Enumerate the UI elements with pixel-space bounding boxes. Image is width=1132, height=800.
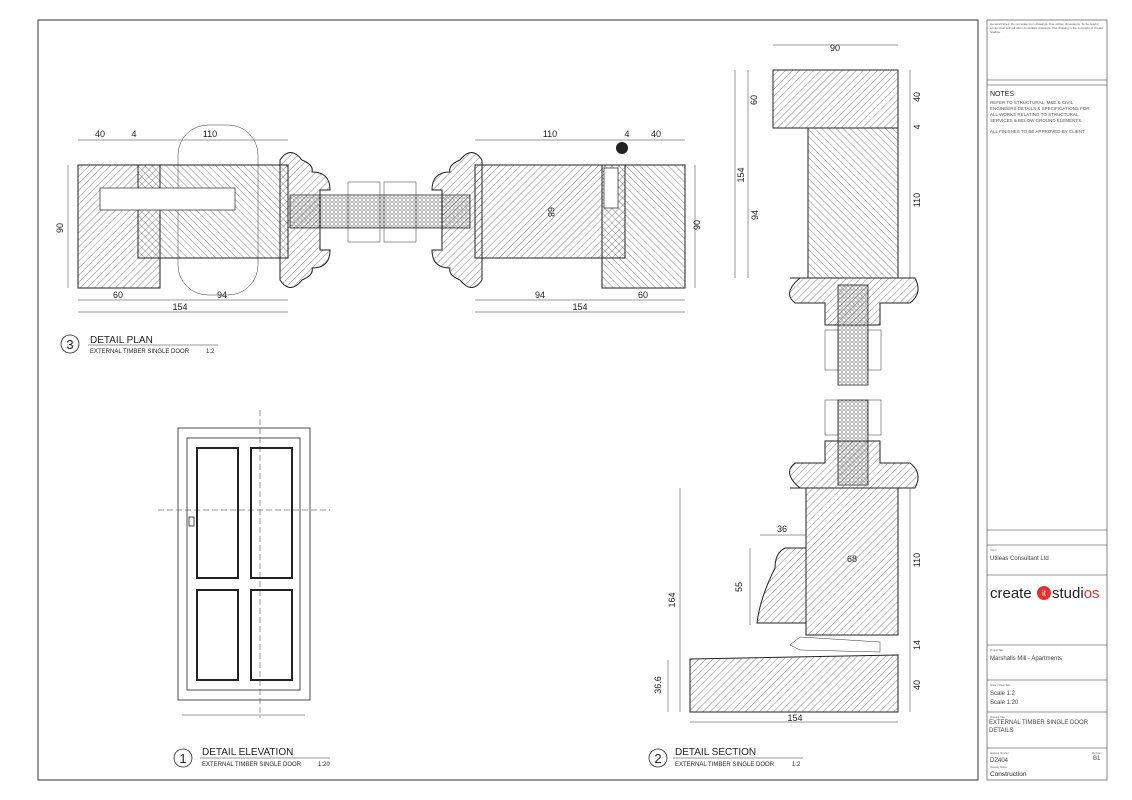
dim-label: 60: [113, 290, 123, 300]
dim-label: 154: [736, 167, 746, 182]
dim-label: 154: [572, 302, 587, 312]
detail-plan: 40 4 110 90 60 94 154 110 4 40 68 90 94 …: [55, 124, 702, 355]
view-subtitle: EXTERNAL TIMBER SINGLE DOOR: [202, 762, 302, 768]
scale-label: Scale / Sheet Size: [990, 684, 1011, 687]
title-block-border: [986, 19, 1108, 781]
revision: B1: [1093, 756, 1101, 762]
door-panel: [250, 447, 293, 579]
bottom-rail: [805, 487, 899, 636]
hinge-plate: [603, 167, 619, 209]
dim-label: 164: [667, 592, 677, 607]
logo-text: studios: [1052, 585, 1100, 602]
notes-heading: NOTES: [990, 91, 1014, 98]
title-block: General Notes: Do not scale from drawing…: [987, 22, 1107, 778]
hinge: [616, 142, 628, 154]
scale-value: Scale 1:2: [990, 691, 1016, 697]
door-leaf: [186, 437, 301, 691]
view-title: DETAIL PLAN: [90, 335, 153, 346]
dim-label: 94: [750, 210, 760, 220]
project-label: Project Title: [990, 649, 1004, 652]
view-number: 2: [654, 751, 661, 766]
revision-label: Revision: [1092, 752, 1102, 755]
logo-mark-text: it: [1042, 589, 1047, 598]
lower-architrave: [789, 440, 919, 489]
detail-section: 90 60 40 4 154 94 110 36 68 55 164 110 1…: [648, 43, 922, 768]
drawing-number-label: Drawing Number: [990, 752, 1009, 755]
dim-label: 90: [692, 220, 702, 230]
dim-label: 110: [912, 193, 922, 207]
dim-label: 68: [847, 554, 857, 564]
view-number-circle: [173, 748, 193, 768]
weatherboard: [756, 547, 807, 624]
dim-label: 94: [217, 290, 227, 300]
dim-label: 110: [543, 129, 557, 139]
company-logo: create: [990, 585, 1032, 602]
door-panel: [196, 589, 239, 681]
drawing-number: DZ404: [990, 758, 1009, 764]
dim-label: 154: [787, 713, 802, 723]
right-door-leaf: [474, 164, 626, 259]
status-label: Drawing Status: [990, 766, 1008, 769]
door-handle: [188, 516, 195, 527]
logo-mark: [1037, 586, 1051, 600]
client-name: Utileas Consultant Ltd: [990, 556, 1049, 562]
dim-label: 40: [651, 129, 661, 139]
dim-label: 60: [638, 290, 648, 300]
head-rail: [807, 127, 899, 279]
view-number: 1: [179, 751, 186, 766]
door-panel: [250, 589, 293, 681]
general-notes: General Notes: Do not scale from drawing…: [990, 22, 1104, 34]
view-title: DETAIL ELEVATION: [202, 747, 293, 758]
view-number-circle: [648, 748, 668, 768]
sill: [689, 654, 899, 713]
dim-label: 55: [734, 582, 744, 592]
dim-label: 36: [777, 524, 787, 534]
dim-label: 4: [624, 129, 629, 139]
note-item: REFER TO STRUCTURAL, M&E & CIVIL ENGINEE…: [990, 100, 1090, 123]
dim-label: 4: [912, 124, 922, 129]
view-subtitle: EXTERNAL TIMBER SINGLE DOOR: [90, 349, 190, 355]
note-item: ALL FINISHES TO BE APPROVED BY CLIENT: [990, 129, 1085, 134]
dim-label: 40: [912, 92, 922, 102]
glazing-bead: [383, 181, 417, 243]
threshold-seal: [789, 636, 881, 653]
dim-label: 154: [172, 302, 187, 312]
dim-label: 68: [546, 207, 556, 217]
head-frame: [772, 69, 899, 129]
drawing-title-label: Drawing Title: [990, 716, 1005, 719]
dim-label: 14: [912, 640, 922, 650]
glazing-panel: [837, 284, 869, 386]
view-number-circle: [60, 334, 80, 354]
drawing-border: [37, 19, 979, 781]
glazing-bead: [347, 181, 381, 243]
drawing-status: Construction: [990, 771, 1027, 778]
dim-label: 90: [830, 43, 840, 53]
view-number: 3: [66, 337, 73, 352]
dim-label: 110: [203, 129, 217, 139]
drawing-title: EXTERNAL TIMBER SINGLE DOOR DETAILS: [989, 720, 1089, 734]
dim-label: 40: [912, 680, 922, 690]
view-subtitle: EXTERNAL TIMBER SINGLE DOOR: [675, 762, 775, 768]
project-title: Marshalls Mill - Apartments: [990, 656, 1062, 662]
view-scale: 1:2: [206, 349, 215, 355]
dim-label: 90: [55, 223, 65, 233]
door-frame: [177, 427, 311, 701]
detail-elevation: 1 DETAIL ELEVATION EXTERNAL TIMBER SINGL…: [158, 410, 330, 768]
view-scale: 1:2: [792, 762, 801, 768]
dim-label: 36.6: [653, 676, 663, 694]
lock-mechanism: [99, 187, 236, 211]
dim-label: 110: [912, 553, 922, 567]
dim-label: 94: [535, 290, 545, 300]
dim-label: 4: [131, 129, 136, 139]
scale-value: Scale 1:20: [990, 700, 1019, 706]
view-title: DETAIL SECTION: [675, 747, 756, 758]
dim-label: 60: [749, 95, 759, 105]
left-door-leaf: [137, 164, 289, 259]
right-architrave: [431, 152, 483, 288]
door-panel: [196, 447, 239, 579]
view-scale: 1:20: [318, 762, 330, 768]
client-label: Client: [990, 549, 997, 552]
dim-label: 40: [95, 129, 105, 139]
